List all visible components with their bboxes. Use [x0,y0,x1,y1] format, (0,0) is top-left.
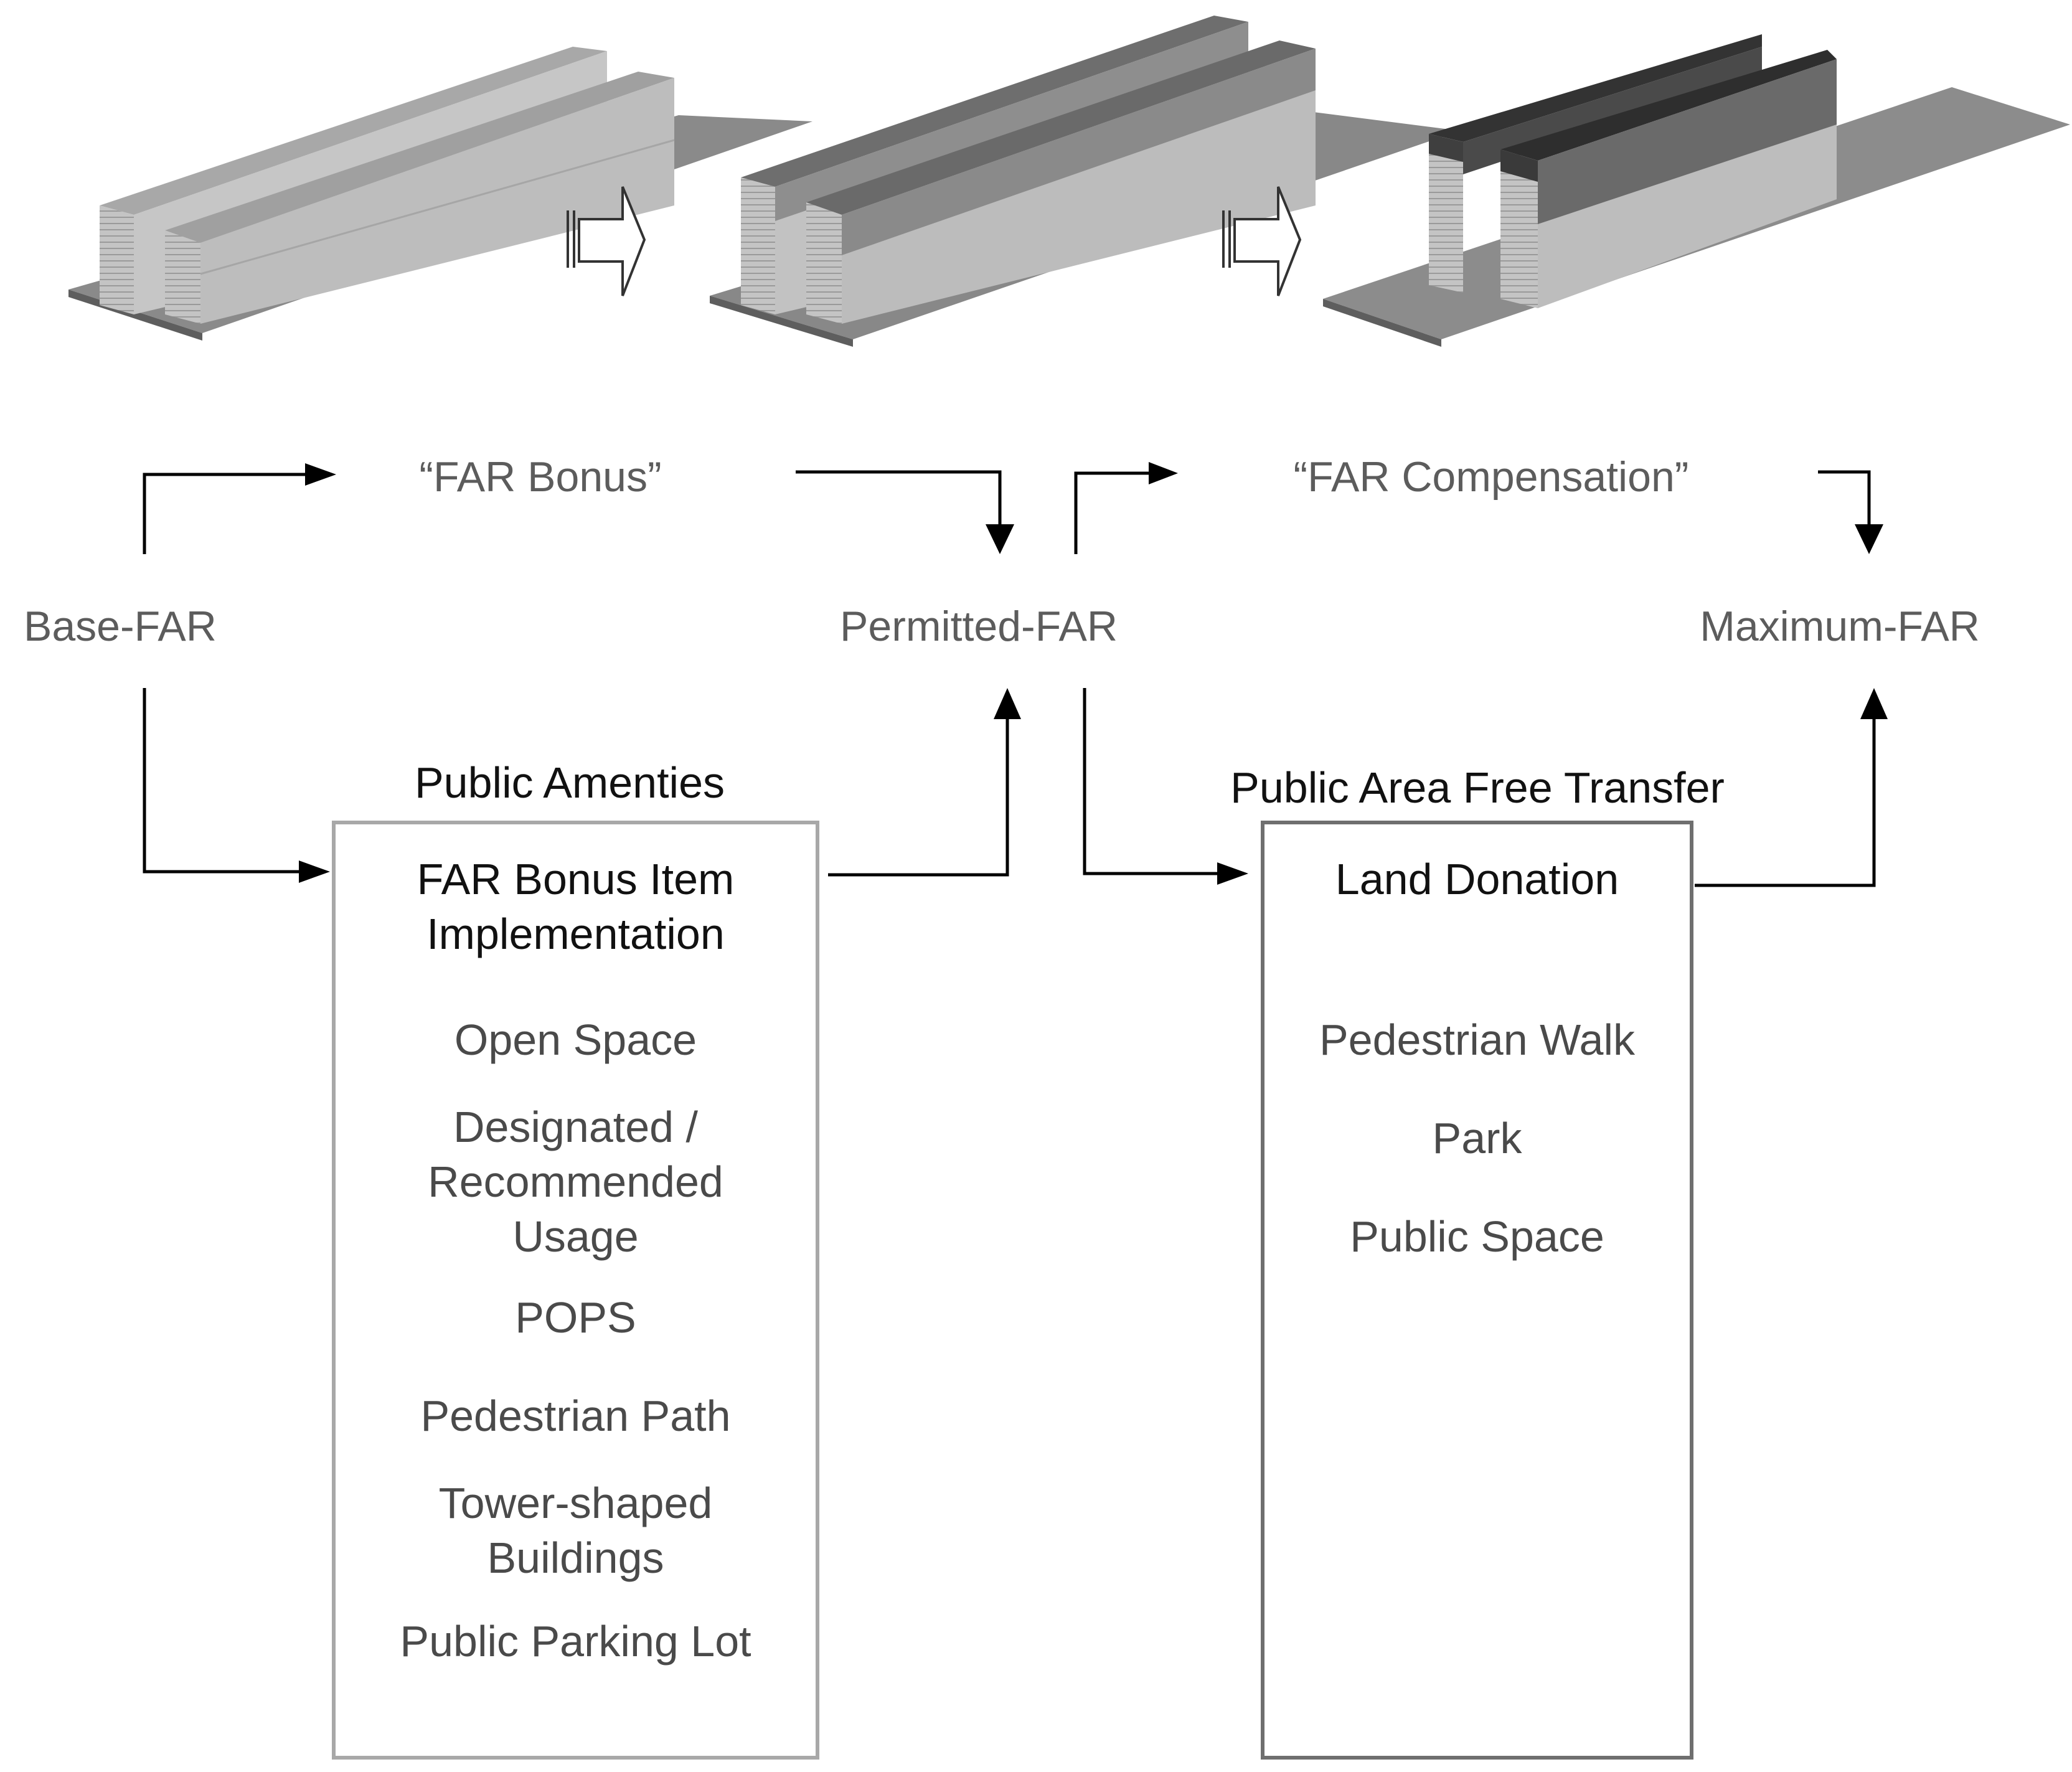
progress-arrow-2 [1222,186,1302,296]
far-bonus-items-box: FAR Bonus Item Implementation Open Space… [332,821,819,1760]
arrowhead [1855,524,1883,554]
permitted-to-compensation-connector [1074,471,1149,554]
base-to-bonus-connector [143,473,305,554]
arrowhead [994,688,1021,719]
base-far-label: Base-FAR [24,603,217,650]
base-far-massing [68,47,812,341]
bonus-item-designated-usage: Designated / Recommended Usage [428,1103,723,1261]
permitted-far-label: Permitted-FAR [840,603,1118,650]
arrowhead [299,860,330,883]
arrowhead [1860,688,1888,719]
compensation-to-maximum-connector [1818,470,1871,529]
permitted-to-donation-connector [1083,688,1217,875]
donation-item-park: Park [1432,1114,1522,1162]
bonus-item-tower-buildings: Tower-shaped Buildings [438,1479,713,1582]
bonus-item-public-parking: Public Parking Lot [400,1617,751,1666]
building-illustrations [68,16,2070,347]
maximum-far-massing [1323,34,2070,347]
arrowhead [986,524,1014,554]
permitted-far-massing [710,16,1460,347]
public-area-transfer-title: Public Area Free Transfer [1230,763,1725,812]
far-bonus-item-header: FAR Bonus Item Implementation [417,855,735,958]
progress-arrow-1 [567,186,646,296]
base-to-amenities-connector [143,688,305,874]
amenities-to-permitted-connector [828,713,1009,877]
donation-item-public-space: Public Space [1350,1212,1604,1261]
land-donation-header: Land Donation [1335,855,1619,903]
arrowhead [1217,862,1248,885]
bonus-to-permitted-connector [796,470,1002,529]
maximum-far-label: Maximum-FAR [1700,603,1980,650]
far-bonus-label: “FAR Bonus” [419,453,662,501]
land-donation-box: Land Donation Pedestrian Walk Park Publi… [1261,821,1693,1760]
bonus-item-open-space: Open Space [454,1016,697,1064]
arrowhead [1149,462,1178,484]
donation-item-pedestrian-walk: Pedestrian Walk [1319,1016,1636,1064]
donation-to-maximum-connector [1695,713,1876,887]
arrowhead [305,463,336,486]
bonus-item-pops: POPS [515,1293,636,1342]
public-amenities-title: Public Amenties [414,758,725,807]
bonus-item-pedestrian-path: Pedestrian Path [420,1392,731,1440]
far-compensation-label: “FAR Compensation” [1293,453,1689,501]
